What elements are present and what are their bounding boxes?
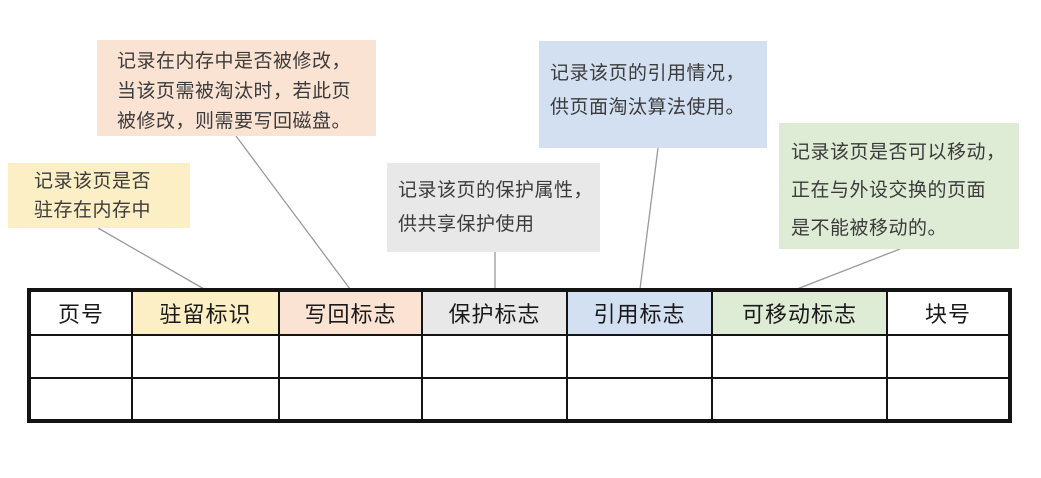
annotation-text: 记录该页的引用情况，: [550, 63, 746, 84]
table-cell: [566, 334, 713, 379]
table-cell: [278, 377, 423, 422]
annotation-text: 记录该页的保护属性，: [398, 180, 594, 201]
annotation-text: 记录该页是否可以移动，: [791, 142, 1006, 163]
annotation-text: 记录在内存中是否被修改，: [117, 51, 352, 72]
annotation-movable-flag: 记录该页是否可以移动， 正在与外设交换的页面 是不能被移动的。: [779, 123, 1019, 249]
table-cell: [886, 377, 1011, 422]
table-cell: [711, 377, 888, 422]
column-header-block-number: 块号: [886, 289, 1011, 336]
table-cell: [28, 334, 133, 379]
connector-resident: [97, 227, 205, 290]
table-cell: [28, 377, 133, 422]
column-header-page-number: 页号: [28, 289, 133, 336]
annotation-reference-flag: 记录该页的引用情况， 供页面淘汰算法使用。: [539, 41, 767, 148]
column-header-movable-flag: 可移动标志: [711, 289, 888, 336]
annotation-text: 供页面淘汰算法使用。: [550, 97, 746, 118]
connector-movable: [796, 248, 901, 290]
annotation-text: 记录该页是否: [34, 171, 152, 192]
column-header-writeback-flag: 写回标志: [278, 289, 423, 336]
table-row: [28, 377, 1011, 422]
connector-reference: [639, 147, 659, 290]
table-row: [28, 334, 1011, 379]
annotation-text: 驻存在内存中: [34, 200, 152, 221]
column-header-resident-flag: 驻留标识: [131, 289, 280, 336]
table-cell: [131, 334, 280, 379]
table-cell: [566, 377, 713, 422]
table-cell: [278, 334, 423, 379]
annotation-text: 正在与外设交换的页面: [791, 180, 987, 201]
header-row: 页号 驻留标识 写回标志 保护标志 引用标志 可移动标志 块号: [28, 289, 1011, 336]
column-header-protect-flag: 保护标志: [421, 289, 568, 336]
page-table: 页号 驻留标识 写回标志 保护标志 引用标志 可移动标志 块号: [27, 288, 1012, 423]
annotation-text: 供共享保护使用: [398, 214, 535, 235]
table-cell: [886, 334, 1011, 379]
table-cell: [131, 377, 280, 422]
annotation-resident-flag: 记录该页是否 驻存在内存中: [8, 163, 190, 228]
annotation-protect-flag: 记录该页的保护属性， 供共享保护使用: [387, 163, 600, 252]
connector-writeback: [235, 135, 351, 290]
table-cell: [711, 334, 888, 379]
annotation-text: 被修改，则需要写回磁盘。: [117, 111, 352, 132]
annotation-text: 当该页需被淘汰时，若此页: [117, 81, 352, 102]
table-cell: [421, 377, 568, 422]
table-cell: [421, 334, 568, 379]
column-header-reference-flag: 引用标志: [566, 289, 713, 336]
annotation-text: 是不能被移动的。: [791, 218, 948, 239]
annotation-writeback-flag: 记录在内存中是否被修改， 当该页需被淘汰时，若此页 被修改，则需要写回磁盘。: [97, 40, 376, 136]
